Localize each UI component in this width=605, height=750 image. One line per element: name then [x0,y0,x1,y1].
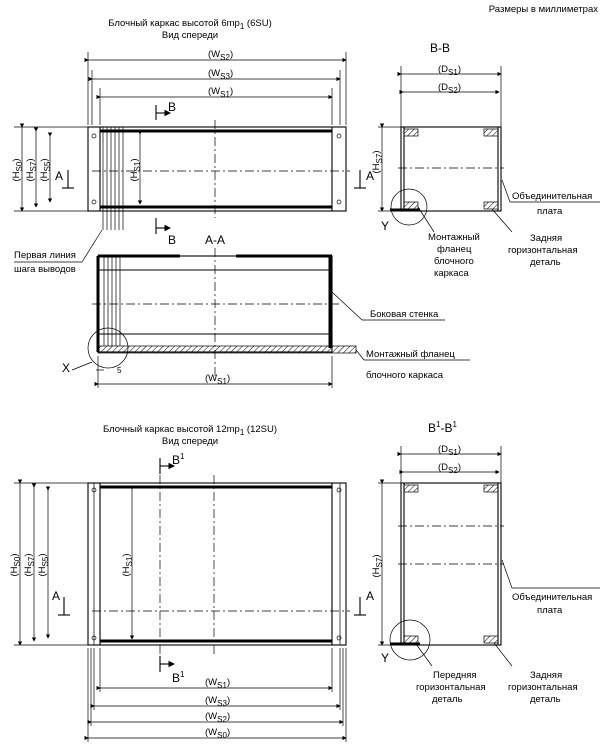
bb-connect-2: плата [537,206,563,217]
b1-connect-2: плата [537,605,563,616]
section-aa: A-A X 5 (WS1) Боковая стенка Монтажный ф… [62,233,470,388]
b1-detail-y: Y [381,651,389,665]
bottom-dim-ws2: (WS2) [205,711,230,724]
bottom-dim-hs5: (HS5) [37,554,50,577]
top-cut-b-lower: B [168,233,176,247]
b1-rear-3: деталь [530,694,561,705]
bottom-dim-hs7: (HS7) [23,554,36,577]
bb-dim-ds1: (DS1) [438,64,461,77]
bb-rear-3: деталь [530,257,561,268]
bottom-dim-hs0: (HS0) [9,554,22,577]
bottom-cut-b1-lower: B1 [172,670,185,685]
mount-flange-label-1: Монтажный фланец [366,349,455,360]
top-dim-ws1: (WS1) [208,86,233,99]
top-dim-hs0: (HS0) [11,159,24,182]
bb-flange-3: блочного [434,256,474,267]
aa-dim-ws1: (WS1) [205,373,230,386]
dim-5: 5 [117,366,122,375]
side-wall-label: Боковая стенка [370,309,439,320]
b1-front-2: горизонтальная [416,682,486,693]
first-line-label: Первая линия [14,250,76,261]
detail-x-label: X [62,361,70,375]
top-front-view: Блочный каркас высотой 6mp1 (6SU) Вид сп… [11,18,374,275]
bottom-dim-ws3: (WS3) [205,695,230,708]
b1-rear-1: Задняя [530,670,562,681]
b1-rear-2: горизонтальная [508,682,578,693]
pitch-lines [102,127,124,230]
top-cut-a-right: A [366,169,374,183]
bottom-cut-a-right: A [366,589,374,603]
mount-flange-label-2: блочного каркаса [366,370,444,381]
bb-flange-1: Монтажный [428,232,480,243]
bottom-cut-b1-upper: B1 [172,452,185,467]
bb-flange-2: фланец [437,244,472,255]
top-dim-hs7: (HS7) [25,159,38,182]
b1-dim-hs7: (HS7) [371,555,384,578]
bb-connect-1: Объединительная [512,191,592,202]
bottom-title: Блочный каркас высотой 12mp1 (12SU) [103,424,277,437]
bb-rear-2: горизонтальная [508,245,578,256]
section-aa-title: A-A [205,233,225,247]
top-cut-a-left: A [55,169,63,183]
top-cut-b-upper: B [168,100,176,114]
bb-dim-ds2: (DS2) [438,82,461,95]
bb-flange-4: каркаса [434,268,469,279]
b1-dim-ds2: (DS2) [438,462,461,475]
bb-rear-1: Задняя [530,233,562,244]
bottom-cut-a-left: A [52,589,60,603]
top-dim-ws3: (WS3) [208,68,233,81]
top-title: Блочный каркас высотой 6mp1 (6SU) [108,18,271,31]
bottom-dim-hs1: (HS1) [121,554,134,577]
top-dim-ws2: (WS2) [208,49,233,62]
units-note: Размеры в миллиметрах [489,4,598,15]
bottom-front-view: Блочный каркас высотой 12mp1 (12SU) Вид … [9,424,374,742]
bottom-subtitle: Вид спереди [162,436,218,447]
top-dim-hs5: (HS5) [39,159,52,182]
bottom-dim-ws0: (WS0) [205,727,230,740]
top-subtitle: Вид спереди [162,30,218,41]
b1-connect-1: Объединительная [512,592,592,603]
bottom-dim-ws1: (WS1) [205,677,230,690]
section-bb: B-B (DS1) (DS2) (HS7) Y Монтажный фланец… [371,41,600,279]
top-dim-hs1: (HS1) [129,159,142,182]
first-line-label-2: шага выводов [14,264,76,275]
bb-detail-y: Y [381,219,389,233]
section-bb-title: B-B [430,41,450,55]
section-b1b1: B1-B1 (DS1) (DS2) (HS7) Y Объединительна… [371,420,600,705]
bb-dim-hs7: (HS7) [371,151,384,174]
b1-front-1: Передняя [433,670,477,681]
b1-front-3: деталь [432,694,463,705]
section-b1b1-title: B1-B1 [428,420,457,435]
b1-dim-ds1: (DS1) [438,444,461,457]
